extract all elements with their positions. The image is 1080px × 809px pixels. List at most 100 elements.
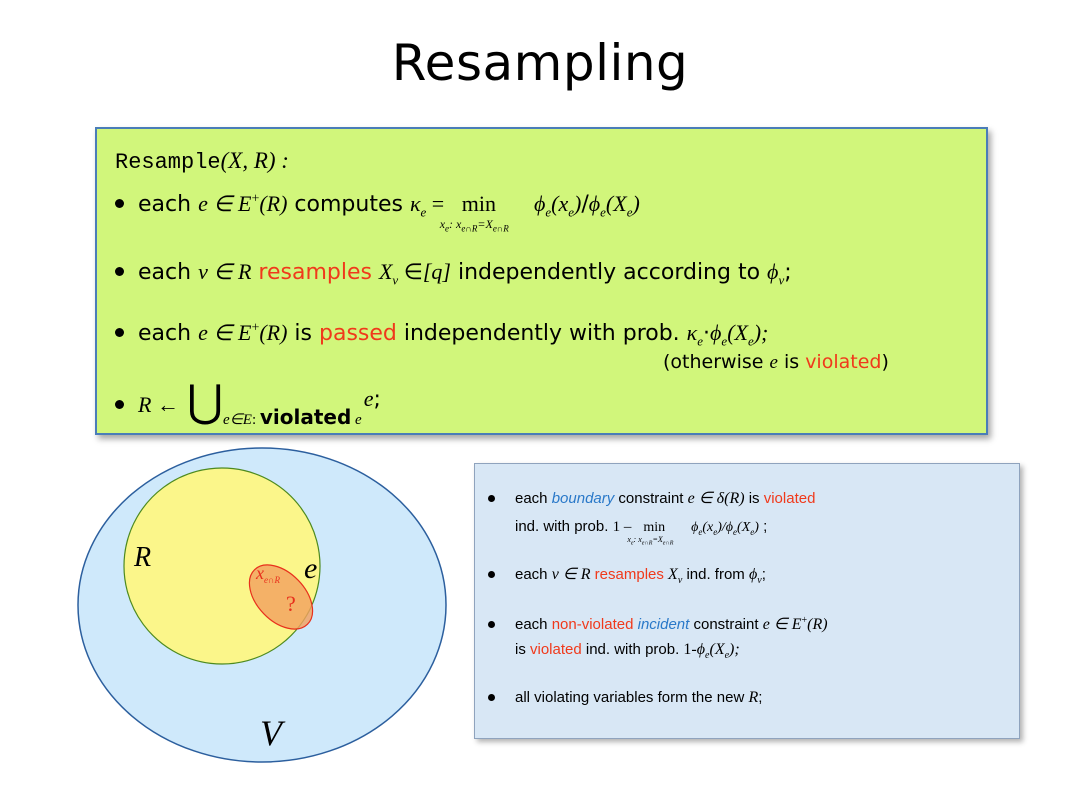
highlight-text: boundary — [551, 490, 615, 507]
math: e — [697, 333, 704, 349]
highlight-text: incident — [637, 616, 690, 633]
bullet-icon — [488, 693, 495, 701]
bullet-icon — [115, 266, 124, 276]
math: (x — [551, 191, 569, 216]
step-otherwise-note: (otherwise e is violated) — [663, 351, 889, 374]
math: ϕ — [696, 641, 706, 658]
math: e ∈ E — [762, 616, 802, 633]
math: ϕ — [691, 520, 699, 535]
text: each — [515, 490, 552, 507]
text: constraint — [689, 616, 763, 633]
math: (R) — [807, 616, 828, 633]
step-resample: each v ∈ R resamples Xv ∈[q] independent… — [115, 259, 792, 288]
math: e — [721, 333, 728, 349]
math: (X — [709, 641, 725, 658]
label-x-intersection: xe∩R — [255, 563, 280, 585]
math: e — [600, 204, 606, 220]
math: e — [733, 527, 738, 537]
math: min — [643, 520, 666, 535]
text: computes — [287, 192, 410, 217]
note-new-R: all violating variables form the new R; — [488, 689, 762, 707]
math: e — [568, 204, 574, 220]
text: each — [138, 321, 199, 346]
text: is — [777, 351, 806, 373]
text: each — [515, 566, 552, 583]
label-e: e — [304, 552, 317, 585]
math: e — [626, 204, 633, 220]
text: ) — [881, 351, 889, 373]
constraint-set-e — [248, 564, 314, 630]
math: (X — [727, 320, 748, 345]
text: each — [138, 192, 199, 217]
text: ; — [758, 518, 768, 535]
math: e∈E — [223, 412, 252, 428]
highlight-text: passed — [319, 321, 397, 346]
math: 1- — [683, 641, 697, 658]
text: / — [581, 192, 589, 217]
math: 1 – — [612, 519, 632, 535]
text: ind. from — [682, 566, 749, 583]
math: v — [757, 575, 762, 586]
math: e — [420, 204, 427, 220]
math: e ∈ δ(R) — [687, 490, 745, 507]
text: ind. with prob. — [581, 641, 684, 658]
math: e — [705, 650, 710, 661]
note-incident: each non-violated incident constraint e … — [488, 614, 828, 634]
highlight-text: violated — [805, 351, 882, 373]
math: e — [713, 527, 718, 537]
math: e — [351, 412, 362, 428]
text: (otherwise — [663, 351, 770, 373]
math: e ∈ E — [198, 191, 252, 216]
text: ind. with prob. — [515, 518, 613, 535]
label-R: R — [133, 542, 151, 573]
math: v — [677, 575, 683, 586]
notes-box: each boundary constraint e ∈ δ(R) is vio… — [474, 463, 1020, 739]
text: each — [138, 260, 199, 285]
text: is — [287, 321, 319, 346]
math: X — [378, 259, 393, 284]
math: + — [801, 615, 808, 626]
text: is — [515, 641, 530, 658]
math: v — [392, 272, 399, 288]
math: (x — [702, 520, 714, 535]
bullet-icon — [488, 494, 495, 502]
text: ; — [784, 260, 792, 285]
highlight-text: violated — [763, 490, 816, 507]
text: violated — [259, 405, 352, 429]
bullet-icon — [488, 620, 495, 628]
text: ; — [373, 387, 381, 412]
math: ϕ — [767, 259, 779, 284]
math: κ — [686, 320, 698, 345]
text: is — [744, 490, 764, 507]
math: e — [698, 527, 703, 537]
math: ϕ — [725, 520, 734, 535]
algorithm-box: Resample(X, R) : each e ∈ E+(R) computes… — [95, 127, 988, 435]
math: ϕ — [588, 191, 601, 216]
math: R ← — [138, 392, 179, 417]
text: independently with prob. — [396, 321, 687, 346]
algorithm-header: Resample(X, R) : — [115, 148, 289, 175]
note-incident-prob: is violated ind. with prob. 1-ϕe(Xe); — [515, 641, 740, 661]
math: v ∈ R — [198, 259, 252, 284]
math: R — [748, 689, 759, 706]
math: + — [251, 320, 260, 336]
text: · — [703, 321, 711, 346]
bullet-icon — [115, 198, 124, 208]
math: e — [545, 204, 552, 220]
min-subscript: xe: xe∩R=Xe∩R — [439, 217, 509, 234]
math: ) — [574, 191, 582, 216]
text: ; — [758, 689, 763, 706]
label-question-mark: ? — [286, 591, 296, 616]
math: (X — [605, 191, 627, 216]
math: )/ — [717, 520, 726, 535]
math: ϕ — [533, 191, 546, 216]
math: ); — [729, 641, 740, 658]
math: X — [668, 566, 678, 583]
note-boundary: each boundary constraint e ∈ δ(R) is vio… — [488, 488, 815, 508]
step-pass: each e ∈ E+(R) is passed independently w… — [115, 320, 768, 349]
highlight-text: violated — [530, 641, 582, 658]
sets-diagram: R e V xe∩R ? — [77, 447, 447, 763]
